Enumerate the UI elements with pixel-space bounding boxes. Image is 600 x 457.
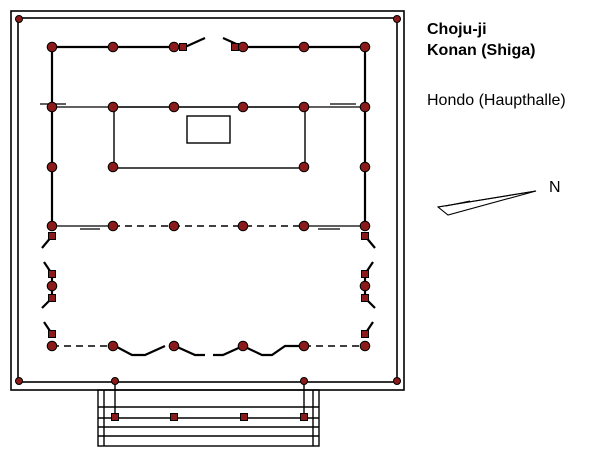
building-name: Hondo (Haupthalle) — [427, 92, 566, 109]
inner-sanctuary — [113, 106, 306, 169]
temple-location: Konan (Shiga) — [427, 42, 536, 59]
columns-round — [15, 15, 401, 385]
partition-lines — [52, 225, 365, 347]
temple-name: Choju-ji — [427, 21, 487, 38]
north-arrow-icon — [436, 190, 537, 216]
front-doors — [114, 344, 304, 357]
hall-walls — [40, 36, 367, 230]
posts-square — [48, 43, 369, 421]
entrance-steps — [97, 381, 320, 447]
north-label: N — [549, 179, 561, 196]
platform-outline — [10, 10, 405, 391]
